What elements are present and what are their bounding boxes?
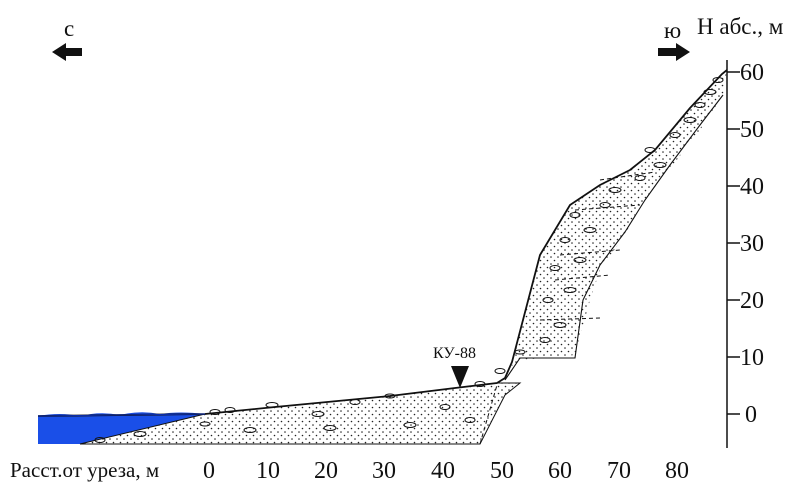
y-tick-label: 10 (740, 345, 764, 371)
bedrock-boundary (504, 94, 724, 381)
y-tick-label: 60 (740, 60, 764, 86)
y-tick-label: 20 (740, 288, 764, 314)
deposit-boundary-dashed (479, 384, 498, 445)
x-axis-title: Расст.от уреза, м (10, 458, 159, 482)
borehole-label: КУ-88 (433, 345, 476, 362)
y-axis-ticks (727, 71, 740, 415)
direction-north-label: с (64, 16, 74, 41)
x-tick-label: 60 (548, 458, 572, 484)
y-tick-label: 50 (740, 117, 764, 143)
y-tick-label: 40 (740, 174, 764, 200)
y-axis-title: H абс., м (697, 14, 784, 39)
x-tick-label: 70 (607, 458, 631, 484)
direction-south-label: ю (664, 18, 681, 43)
triangle-down-icon (451, 366, 469, 388)
layer-boundary-dashed (539, 171, 656, 321)
y-tick-label: 0 (745, 402, 757, 428)
slope-deposit (503, 70, 727, 372)
x-tick-label: 50 (490, 458, 514, 484)
y-tick-label: 30 (740, 231, 764, 257)
water-surface-line (37, 413, 206, 417)
x-tick-label: 40 (431, 458, 455, 484)
water-body (38, 412, 205, 444)
arrow-right-icon (658, 43, 690, 61)
x-tick-label: 80 (665, 458, 689, 484)
arrow-left-icon (52, 43, 82, 61)
ground-surface-line (37, 69, 728, 417)
x-tick-label: 30 (372, 458, 396, 484)
x-tick-label: 20 (314, 458, 338, 484)
x-tick-label: 0 (203, 458, 215, 484)
pebbles (94, 77, 724, 443)
x-tick-label: 10 (256, 458, 280, 484)
